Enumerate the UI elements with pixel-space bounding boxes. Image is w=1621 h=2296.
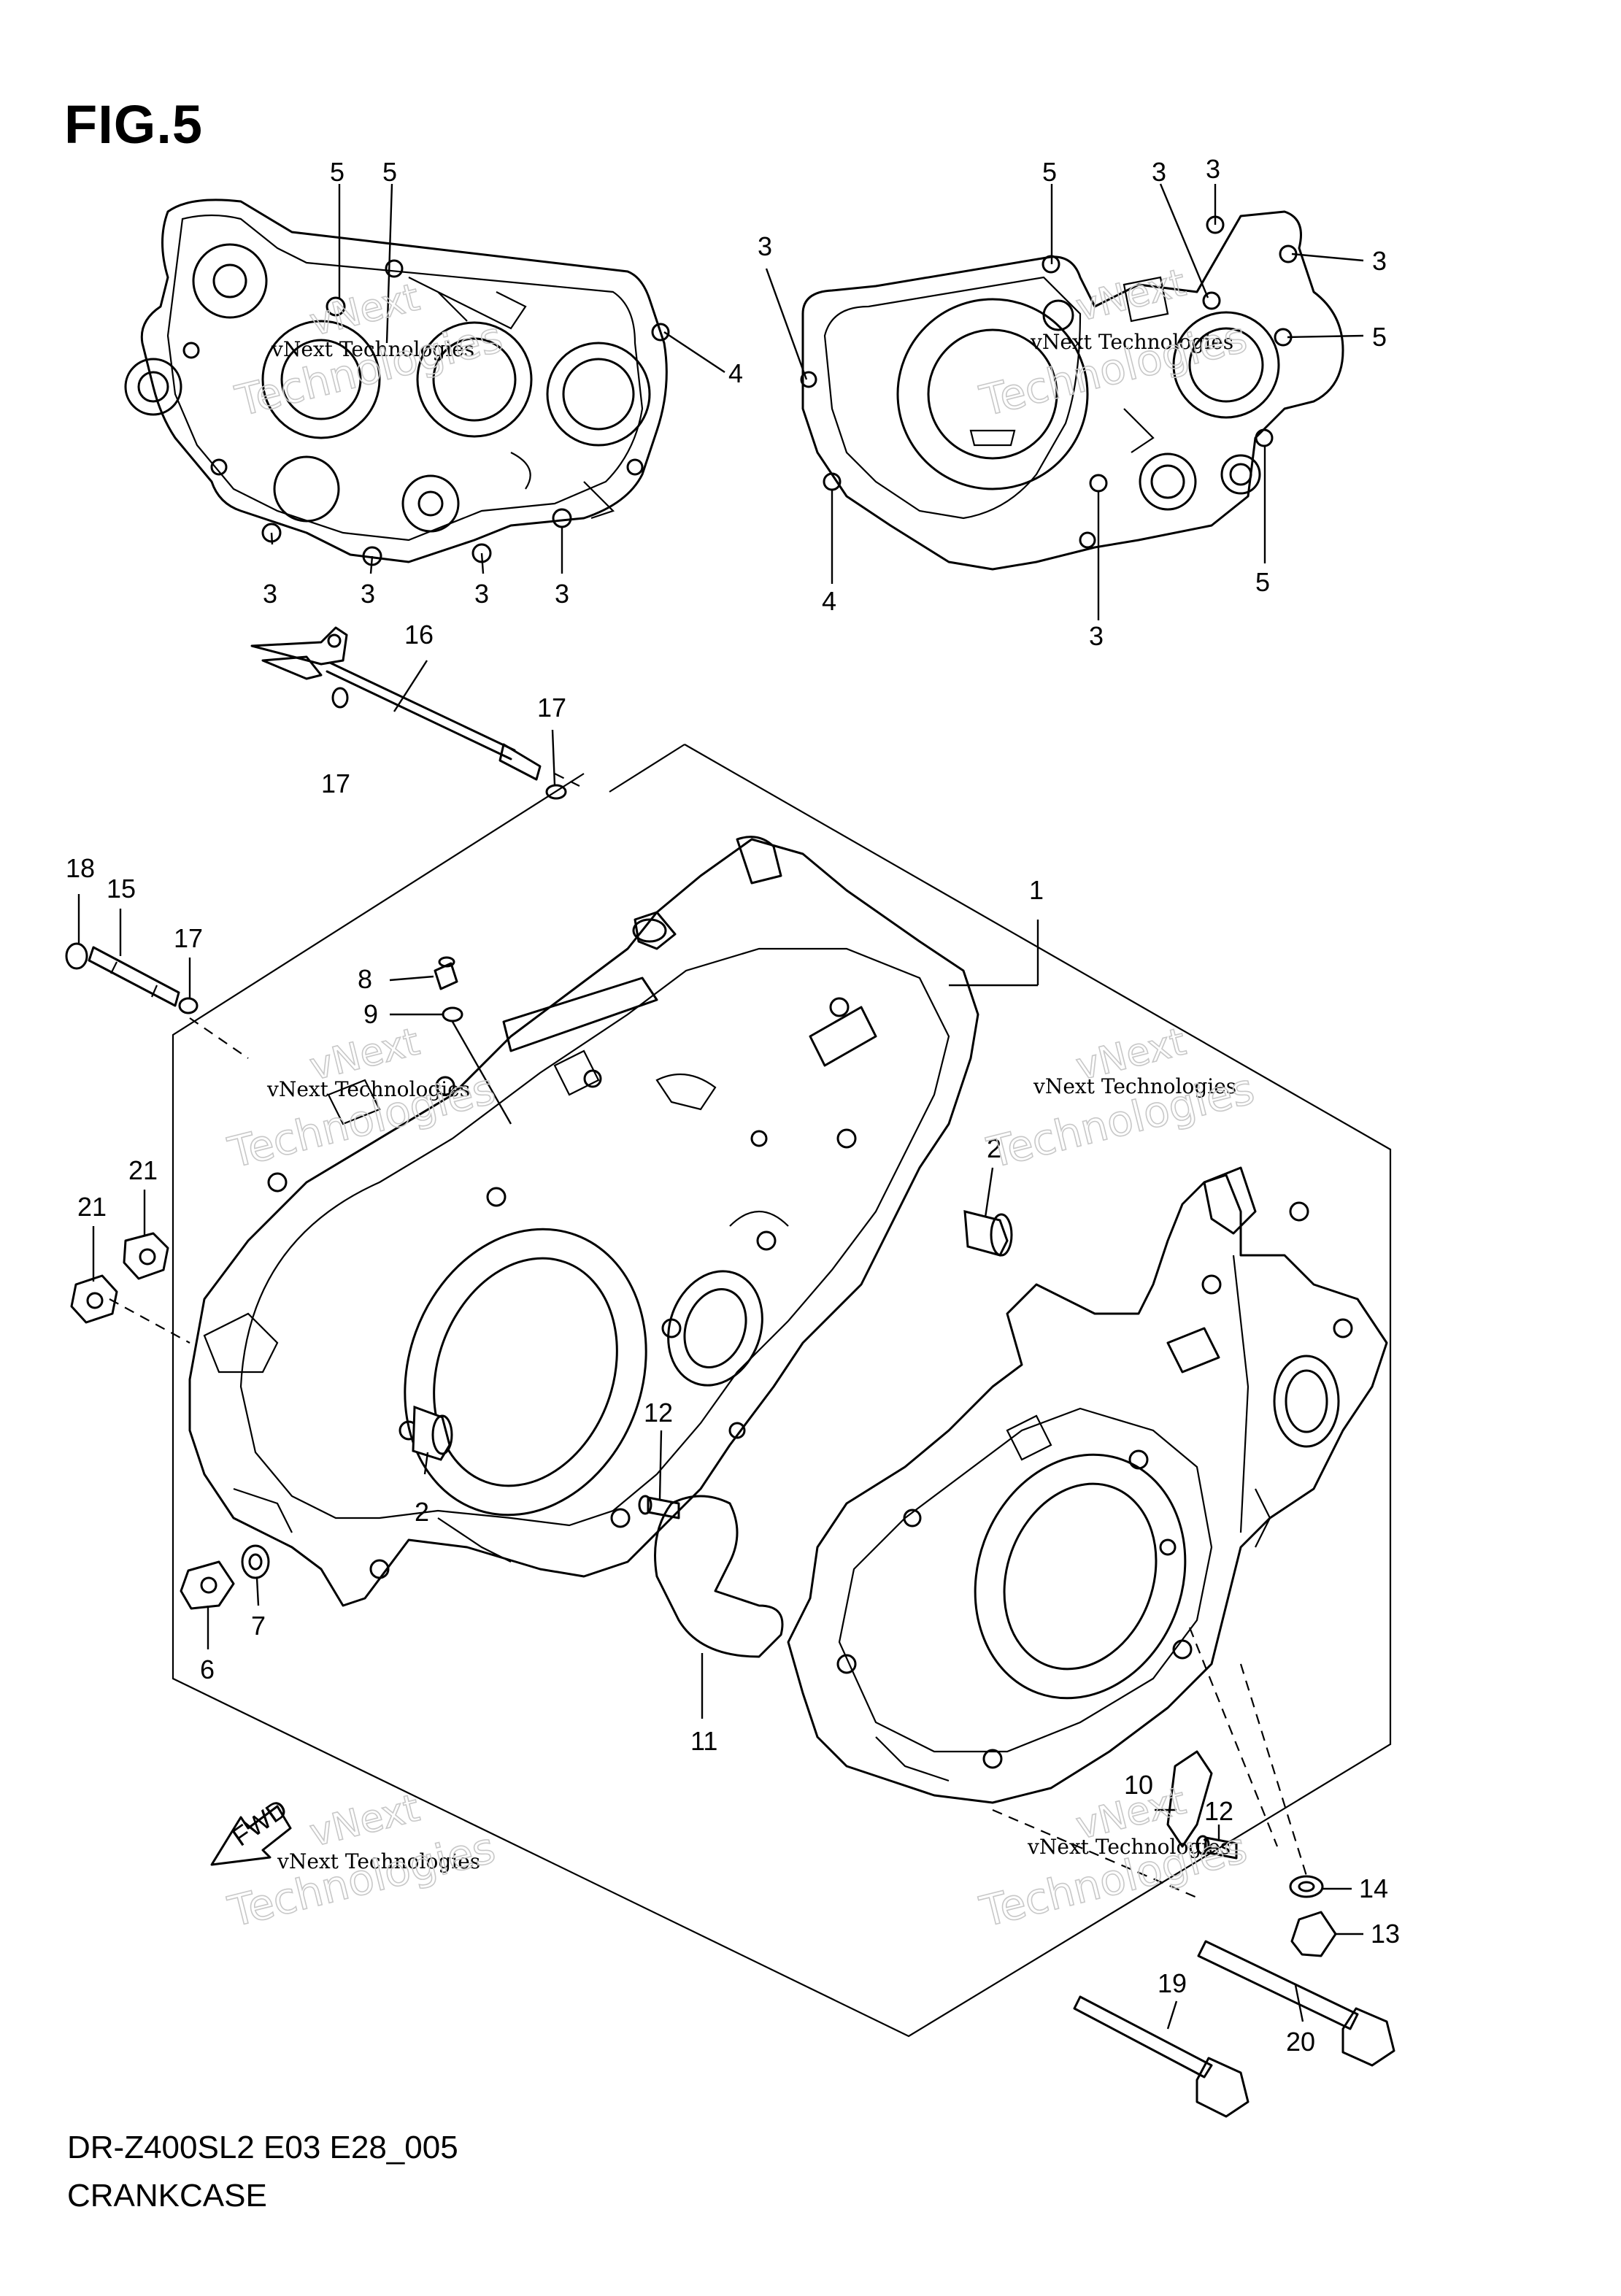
model-code: DR-Z400SL2 E03 E28_005: [67, 2130, 458, 2165]
callout-3: 3: [758, 231, 772, 261]
callout-labels: 5 5 4 3 3 3 3 3 5 3 3 3 5 4 3 5 16 17 17…: [66, 154, 1400, 2057]
watermark-text: vNext Technologies: [277, 1849, 480, 1873]
callout-12: 12: [1204, 1796, 1233, 1826]
watermark-text: vNext Technologies: [266, 1077, 470, 1101]
watermark-text: vNext Technologies: [1030, 330, 1233, 354]
callout-16: 16: [404, 620, 434, 650]
watermark-large: Technologies: [975, 312, 1252, 425]
callout-8: 8: [358, 964, 372, 994]
part-group-name: CRANKCASE: [67, 2178, 267, 2214]
callout-17: 17: [321, 768, 350, 798]
watermark-text: vNext Technologies: [271, 337, 474, 361]
callout-6: 6: [200, 1654, 215, 1684]
callout-18: 18: [66, 853, 95, 883]
callout-14: 14: [1359, 1873, 1388, 1903]
exploded-box-frame: [172, 744, 1392, 2038]
callout-21: 21: [77, 1192, 107, 1222]
callout-17: 17: [174, 923, 203, 953]
callout-11: 11: [690, 1726, 717, 1756]
callout-13: 13: [1371, 1919, 1400, 1949]
left-crankcase-half-view: [124, 199, 670, 566]
callout-12: 12: [644, 1398, 673, 1428]
callout-20: 20: [1286, 2027, 1315, 2057]
callout-7: 7: [251, 1611, 266, 1641]
small-parts: [70, 956, 1395, 2118]
callout-21: 21: [128, 1155, 158, 1185]
callout-2: 2: [415, 1497, 429, 1527]
callout-3: 3: [1372, 246, 1387, 276]
dowel-and-orings: [65, 942, 199, 1014]
callout-5: 5: [1372, 322, 1387, 352]
callout-3: 3: [1089, 621, 1104, 651]
callout-3: 3: [1152, 157, 1166, 187]
callout-19: 19: [1158, 1968, 1187, 1998]
callout-3: 3: [1206, 154, 1220, 184]
callout-10: 10: [1124, 1770, 1153, 1800]
watermark-text: vNext Technologies: [1027, 1835, 1231, 1859]
callout-3: 3: [361, 579, 375, 609]
callout-9: 9: [363, 999, 378, 1029]
oil-pipe-assembly: [250, 626, 567, 800]
leader-lines: [77, 183, 1364, 2030]
watermarks: vNext Technologies vNext Technologies vN…: [223, 261, 1260, 1938]
right-crankcase: [787, 1166, 1388, 1804]
fwd-label: FWD: [226, 1793, 293, 1852]
left-crankcase: [188, 836, 979, 1607]
callout-5: 5: [1042, 157, 1057, 187]
watermark-text: vNext Technologies: [1033, 1074, 1236, 1098]
figure-title: FIG.5: [64, 94, 204, 155]
callout-5: 5: [330, 157, 344, 187]
callout-2: 2: [987, 1133, 1001, 1163]
callout-4: 4: [728, 358, 743, 388]
callout-5: 5: [1255, 567, 1270, 597]
callout-4: 4: [822, 586, 836, 616]
callout-3: 3: [555, 579, 569, 609]
callout-3: 3: [263, 579, 277, 609]
callout-15: 15: [107, 874, 136, 904]
callout-17: 17: [537, 693, 566, 723]
callout-5: 5: [382, 157, 397, 187]
callout-1: 1: [1029, 875, 1044, 905]
callout-3: 3: [474, 579, 489, 609]
